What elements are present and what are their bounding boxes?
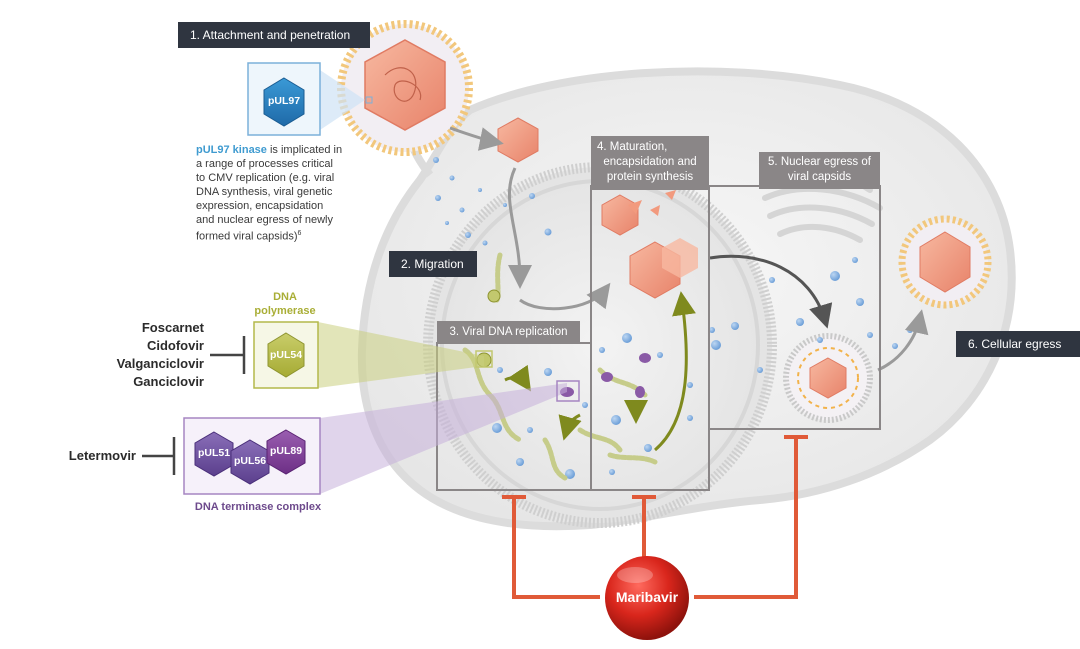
particle-dot: [892, 343, 898, 349]
pUL97-desc-line: to CMV replication (e.g. viral: [196, 172, 335, 184]
particle-dot: [611, 415, 621, 425]
pUL97-desc-first: is implicated in: [266, 144, 343, 156]
dna-polymerase-caption-line-1: DNA: [273, 291, 297, 303]
pUL51-badge-text: pUL51: [197, 447, 231, 459]
particle-dot: [465, 232, 471, 238]
particle-dot: [709, 327, 715, 333]
particle-dot: [459, 207, 465, 213]
particle-dot: [497, 367, 503, 373]
released-virion: [898, 215, 992, 309]
particle-dot: [516, 458, 524, 466]
pUL97-footnote: 6: [297, 230, 302, 237]
pUL97-desc-last: formed viral capsids): [196, 230, 298, 243]
step-5-line-2: viral capsids: [787, 171, 852, 183]
particle-dot: [565, 469, 575, 479]
step-4-line-1: 4. Maturation,: [597, 141, 668, 153]
step-6-label: 6. Cellular egress: [956, 331, 1080, 357]
dna-replication-site: [487, 289, 501, 303]
pUL97-description: pUL97 kinase is implicated in a range of…: [196, 143, 356, 244]
particle-dot: [544, 228, 552, 236]
particle-dot: [867, 332, 873, 338]
particle-dot: [527, 427, 533, 433]
particle-dot: [830, 271, 840, 281]
particle-dot: [433, 157, 439, 163]
particle-dot: [796, 318, 804, 326]
dna-polymerase-caption: DNA polymerase: [245, 290, 325, 318]
particle-dot: [644, 444, 652, 452]
particle-dot: [817, 337, 823, 343]
particle-dot: [544, 368, 552, 376]
enveloped-capsid: [783, 333, 873, 423]
particle-dot: [687, 415, 693, 421]
particle-dot: [731, 322, 739, 330]
maribavir-inhibition-lines: [502, 435, 808, 599]
step-2-label: 2. Migration: [389, 251, 477, 277]
particle-dot: [907, 327, 913, 333]
particle-dot: [478, 188, 482, 192]
maribavir-ball: [605, 556, 689, 640]
pUL54-badge-text: pUL54: [269, 349, 303, 361]
particle-dot: [711, 340, 721, 350]
particle-dot: [582, 402, 588, 408]
pUL97-projection: [320, 70, 365, 130]
pUL89-hexagon: [266, 429, 306, 475]
polymerase-inhibitors: Foscarnet Cidofovir Valganciclovir Ganci…: [100, 319, 204, 391]
pUL97-desc-line: expression, encapsidation: [196, 200, 324, 212]
terminase-projection: [320, 383, 567, 494]
particle-dot: [856, 298, 864, 306]
dna-polymerase-caption-line-2: polymerase: [254, 305, 316, 317]
maribavir-label: Maribavir: [615, 589, 679, 605]
pUL97-desc-line: DNA synthesis, viral genetic: [196, 186, 333, 198]
drug-cidofovir: Cidofovir: [146, 338, 204, 353]
pUL97-hexagon: [263, 77, 305, 127]
polymerase-projection: [318, 322, 484, 388]
process-arrows: [449, 126, 929, 452]
pUL56-badge-text: pUL56: [233, 455, 267, 467]
particle-dot: [449, 175, 455, 181]
particle-dot: [757, 367, 763, 373]
particle-dot: [435, 195, 441, 201]
particle-dot: [622, 333, 632, 343]
inhibitor-bars-left: [142, 336, 246, 475]
pUL97-desc-line: and nuclear egress of newly: [196, 214, 333, 226]
step-4-line-2: encapsidation and: [603, 156, 697, 168]
particle-dot: [609, 469, 615, 475]
pUL54-hexagon: [267, 332, 305, 378]
particle-dot: [503, 203, 507, 207]
step-1-label: 1. Attachment and penetration: [178, 22, 370, 48]
pUL97-desc-line: a range of processes critical: [196, 158, 333, 170]
step-5-line-1: 5. Nuclear egress of: [768, 156, 871, 168]
particle-dot: [445, 221, 449, 225]
pUL97-badge-text: pUL97: [267, 95, 301, 107]
drug-valganciclovir: Valganciclovir: [116, 356, 204, 371]
maturing-capsids: [601, 190, 698, 299]
step-5-label: 5. Nuclear egress of viral capsids: [759, 152, 880, 189]
step-3-label: 3. Viral DNA replication: [437, 321, 580, 343]
drug-ganciclovir: Ganciclovir: [133, 374, 204, 389]
particle-dot: [492, 423, 502, 433]
terminase-caption: DNA terminase complex: [194, 501, 322, 513]
particle-dot: [852, 257, 858, 263]
particle-dot: [769, 277, 775, 283]
particle-dot: [529, 193, 535, 199]
pUL97-kinase-term: pUL97 kinase: [196, 144, 267, 156]
pUL89-badge-text: pUL89: [269, 445, 303, 457]
particle-dot: [687, 382, 693, 388]
pUL51-hexagon: [194, 431, 234, 477]
particle-dot: [599, 347, 605, 353]
particle-dot: [482, 240, 488, 246]
drug-foscarnet: Foscarnet: [141, 320, 204, 335]
step-4-line-3: protein synthesis: [606, 171, 694, 183]
drug-letermovir: Letermovir: [68, 448, 136, 463]
step-4-label: 4. Maturation, encapsidation and protein…: [591, 136, 709, 190]
particle-dot: [657, 352, 663, 358]
